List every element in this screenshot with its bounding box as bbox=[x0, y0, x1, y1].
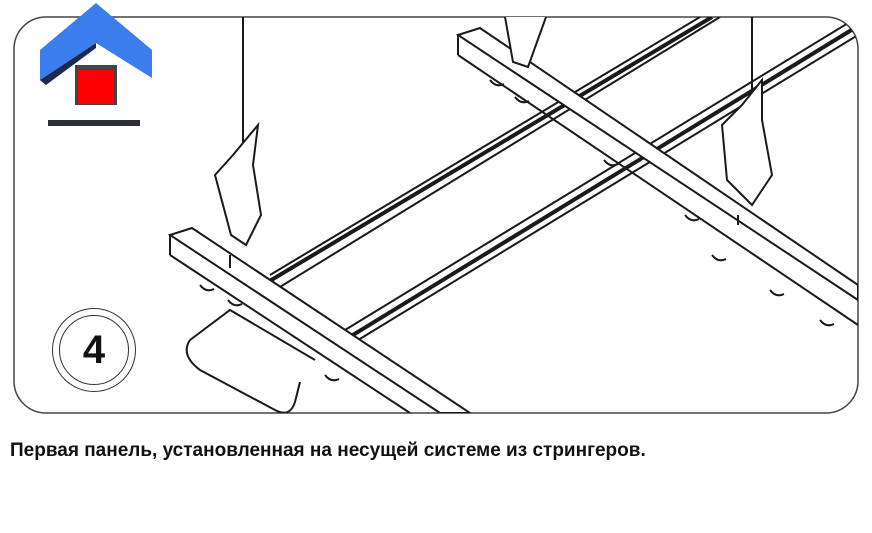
caption: Первая панель, установленная на несущей … bbox=[10, 440, 646, 461]
upper-stringer bbox=[455, 26, 858, 327]
lower-stringer bbox=[167, 226, 474, 413]
cross-rail bbox=[266, 17, 858, 346]
step-number: 4 bbox=[59, 315, 129, 385]
step-badge: 4 bbox=[52, 308, 136, 392]
house-logo bbox=[40, 3, 152, 126]
hanger bbox=[213, 17, 774, 268]
house-door bbox=[78, 70, 114, 104]
ceiling-panel bbox=[185, 308, 316, 413]
